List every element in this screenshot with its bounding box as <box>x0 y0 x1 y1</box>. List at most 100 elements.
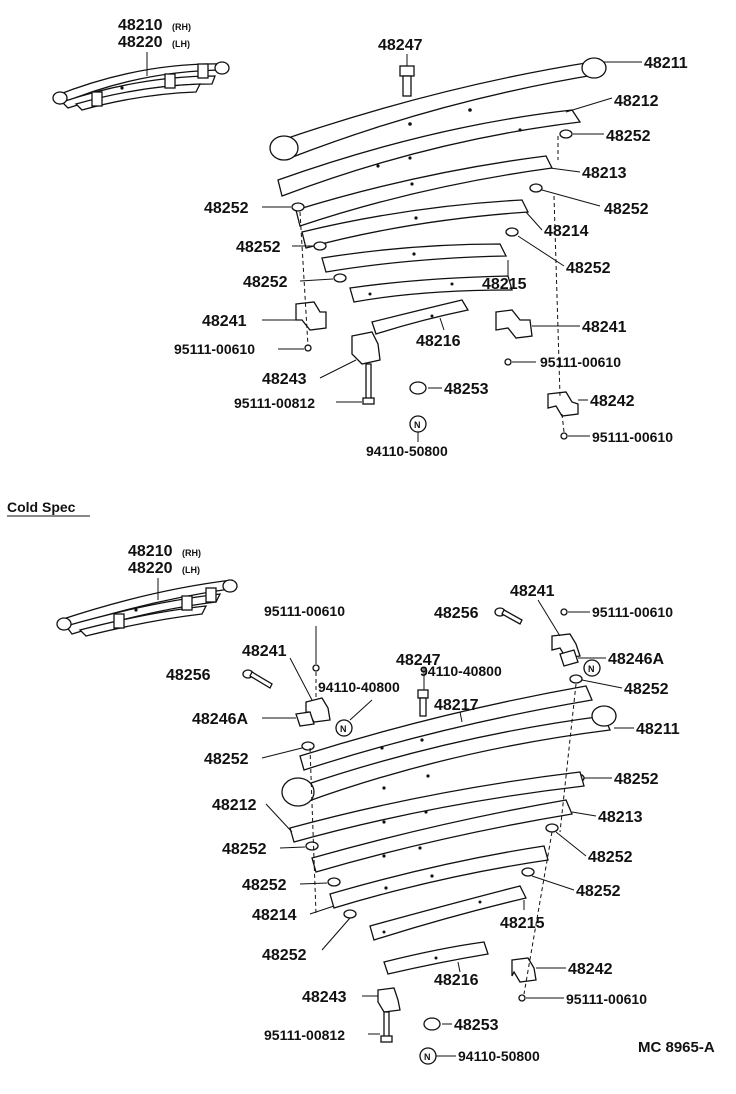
spring-assembly-thumbnail <box>52 61 230 111</box>
label-48210: 48210 <box>118 17 163 34</box>
bolt-95111-00610-bottom <box>560 432 568 440</box>
label-cold-48252-d: 48252 <box>222 841 267 858</box>
label-48216: 48216 <box>416 333 461 350</box>
label-cold-48213: 48213 <box>598 809 643 826</box>
leaf-48212 <box>277 109 582 197</box>
leaf-48211 <box>269 57 607 161</box>
cold-washer-48252-b <box>301 741 315 751</box>
label-48242: 48242 <box>590 393 635 410</box>
cold-n-mark-94110-50800: N <box>419 1047 437 1065</box>
label-cold-95111-00610-left: 95111-00610 <box>264 603 345 619</box>
label-48243: 48243 <box>262 371 307 388</box>
svg-text:N: N <box>340 724 347 734</box>
label-lh: (LH) <box>172 39 190 49</box>
label-cold-48256-right: 48256 <box>434 605 479 622</box>
washer-48252-f <box>333 273 347 283</box>
svg-text:N: N <box>588 664 595 674</box>
cold-clip-48242 <box>511 957 537 983</box>
cold-n-mark-94110-40800-left: N <box>335 719 353 737</box>
cold-n-mark-94110-40800-right: N <box>583 659 601 677</box>
label-48253: 48253 <box>444 381 489 398</box>
bottom-exploded-view: 48210 (RH) 48220 (LH) 48241 48256 95111-… <box>56 543 680 1065</box>
cold-washer-48252-d <box>305 841 319 851</box>
label-95111-00610-left: 95111-00610 <box>174 341 255 357</box>
label-95111-00610-right: 95111-00610 <box>540 354 621 370</box>
label-cold-48253: 48253 <box>454 1017 499 1034</box>
cold-washer-48252-f <box>327 877 341 887</box>
label-48252-b: 48252 <box>604 201 649 218</box>
label-cold-48217: 48217 <box>434 697 479 714</box>
cold-bushing-48246a-right <box>559 649 579 667</box>
label-cold-48241-left: 48241 <box>242 643 287 660</box>
label-cold-48252-h: 48252 <box>262 947 307 964</box>
label-cold-48246a-right: 48246A <box>608 651 664 668</box>
label-95111-00812: 95111-00812 <box>234 395 315 411</box>
label-cold-95111-00610-bottom: 95111-00610 <box>566 991 647 1007</box>
clip-48241-left <box>295 301 327 331</box>
label-cold-94110-40800-left: 94110-40800 <box>318 679 400 695</box>
label-48213: 48213 <box>582 165 627 182</box>
label-48241-left: 48241 <box>202 313 247 330</box>
label-cold-48252-b: 48252 <box>204 751 249 768</box>
cold-bolt-95111-00610-left <box>312 664 320 672</box>
label-48252-f: 48252 <box>243 274 288 291</box>
washer-48252-b <box>529 183 543 193</box>
washer-48252-d <box>313 241 327 251</box>
washer-48252-a <box>559 129 573 139</box>
label-cold-48243: 48243 <box>302 989 347 1006</box>
cold-leaf-48215 <box>369 885 527 941</box>
label-cold-48246a-left: 48246A <box>192 711 248 728</box>
cold-bushing-48246a-left <box>295 711 315 727</box>
label-cold-48212: 48212 <box>212 797 257 814</box>
cold-leaf-48214 <box>329 845 549 909</box>
clip-48241-right <box>495 309 533 339</box>
label-48214: 48214 <box>544 223 589 240</box>
cold-center-bolt-48247 <box>417 689 429 717</box>
label-48247: 48247 <box>378 37 423 54</box>
label-95111-00610-bottom: 95111-00610 <box>592 429 673 445</box>
label-cold-rh: (RH) <box>182 548 201 558</box>
n-mark-94110-50800: N <box>409 415 427 433</box>
label-cold-48252-f: 48252 <box>242 877 287 894</box>
top-exploded-view: 48210 (RH) 48220 (LH) 48247 48211 <box>52 17 688 459</box>
label-cold-94110-40800-right: 94110-40800 <box>420 663 502 679</box>
bolt-95111-00610-right <box>504 358 512 366</box>
leaf-48215-lower <box>349 275 513 303</box>
bracket-48243 <box>351 331 381 365</box>
label-cold-48215: 48215 <box>500 915 545 932</box>
label-cold-48252-e: 48252 <box>588 849 633 866</box>
cold-washer-48252-e <box>545 823 559 833</box>
label-48252-c: 48252 <box>204 200 249 217</box>
cold-bolt-95111-00610-right <box>560 608 568 616</box>
label-48252-a: 48252 <box>606 128 651 145</box>
section-title-cold-spec: Cold Spec <box>7 499 76 515</box>
label-cold-48214: 48214 <box>252 907 297 924</box>
label-cold-48256-left: 48256 <box>166 667 211 684</box>
washer-48252-e <box>505 227 519 237</box>
label-cold-94110-50800: 94110-50800 <box>458 1048 540 1064</box>
cold-nut-48253 <box>423 1017 441 1031</box>
cold-leaf-48217 <box>299 685 593 771</box>
cold-washer-48252-g <box>521 867 535 877</box>
label-48220: 48220 <box>118 34 163 51</box>
nut-48253 <box>409 381 427 395</box>
label-48252-d: 48252 <box>236 239 281 256</box>
leaf-48216 <box>371 299 470 335</box>
leaf-48215 <box>321 243 508 273</box>
label-cold-48252-g: 48252 <box>576 883 621 900</box>
label-48215: 48215 <box>482 276 527 293</box>
cold-leaf-48216 <box>383 941 489 975</box>
leaf-48214 <box>301 199 530 249</box>
label-cold-48211: 48211 <box>636 721 680 738</box>
clip-48242 <box>547 391 579 417</box>
cold-bolt-48256-left <box>242 669 273 689</box>
label-48241-right: 48241 <box>582 319 627 336</box>
cold-washer-48252-h <box>343 909 357 919</box>
label-48252-e: 48252 <box>566 260 611 277</box>
label-cold-48220: 48220 <box>128 560 173 577</box>
svg-text:N: N <box>414 420 421 430</box>
label-cold-48252-c: 48252 <box>614 771 659 788</box>
label-cold-95111-00812: 95111-00812 <box>264 1027 345 1043</box>
label-cold-48242: 48242 <box>568 961 613 978</box>
cold-bolt-48256-right <box>494 607 523 625</box>
